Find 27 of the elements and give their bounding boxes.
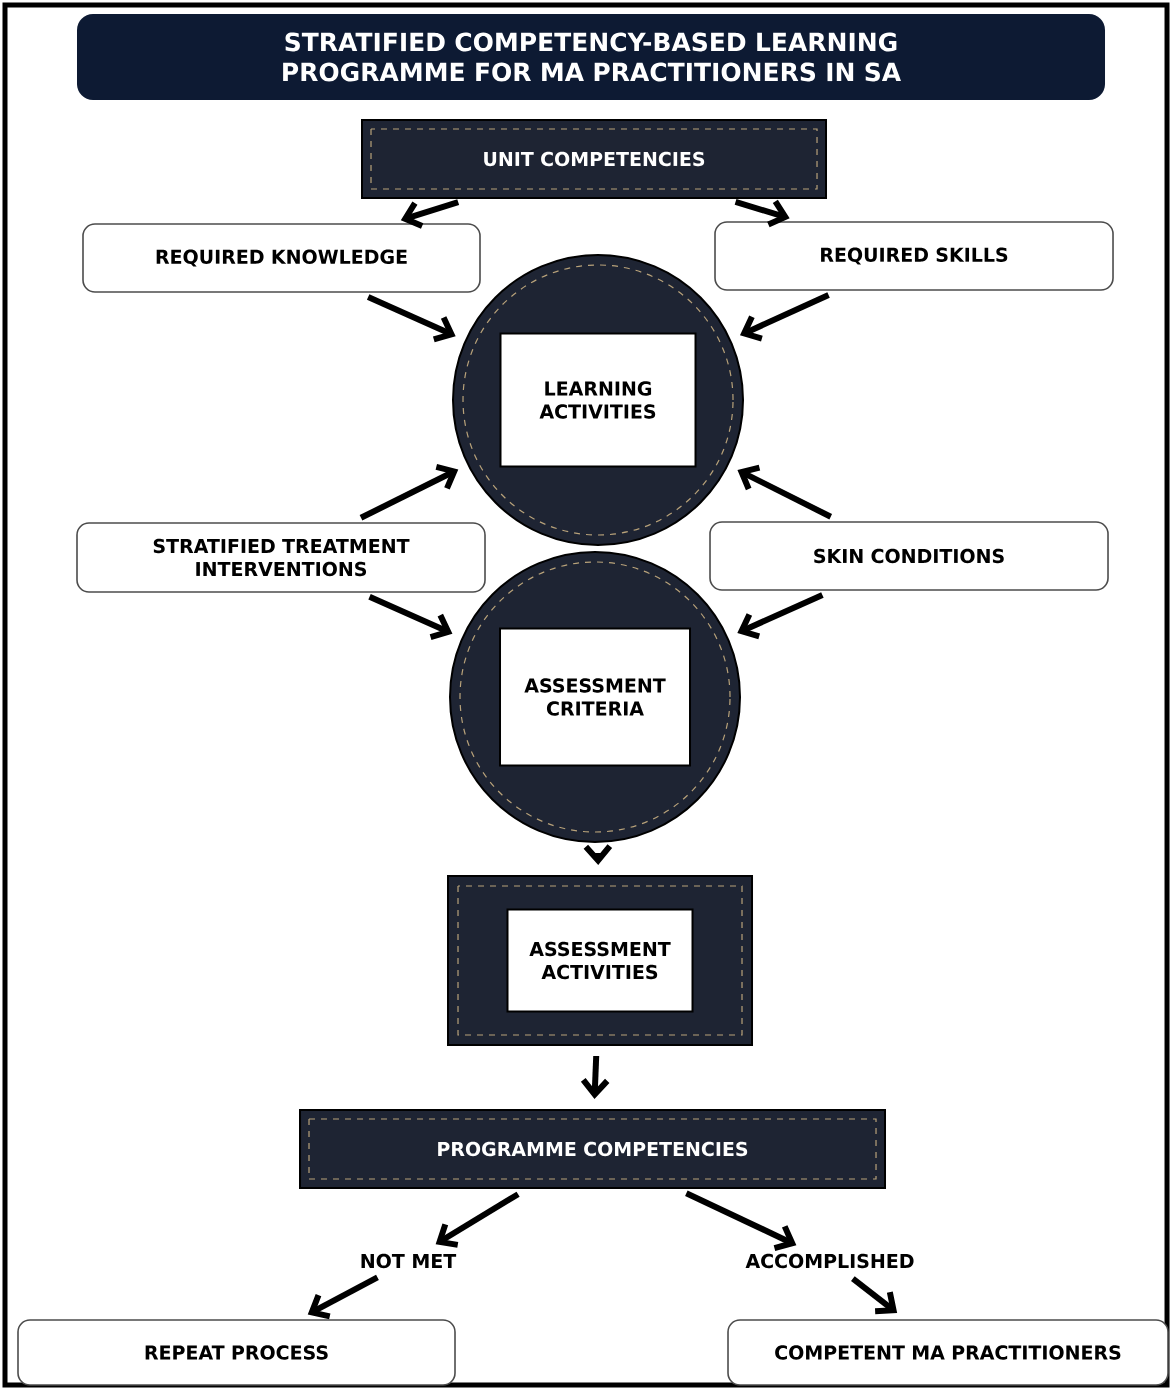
arrow [307, 1274, 379, 1320]
arrow [366, 294, 456, 343]
process-box: SKIN CONDITIONS [709, 521, 1109, 591]
process-box: COMPETENT MA PRACTITIONERS [727, 1319, 1169, 1386]
arrow [734, 199, 790, 228]
process-box: REQUIRED KNOWLEDGE [82, 223, 481, 293]
arrow [739, 292, 830, 342]
label-band: UNIT COMPETENCIES [361, 119, 827, 199]
process-box: LEARNING ACTIVITIES [499, 332, 697, 468]
process-box: REQUIRED SKILLS [714, 221, 1114, 291]
process-box: STRATIFIED TREATMENT INTERVENTIONS [76, 522, 486, 593]
title-banner: STRATIFIED COMPETENCY-BASED LEARNING PROGRAMME FOR MA PRACTITIONERS IN SA [77, 14, 1105, 100]
process-box: REPEAT PROCESS [17, 1319, 456, 1386]
label-band: PROGRAMME COMPETENCIES [299, 1109, 886, 1189]
outcome-text: NOT MET [361, 1253, 457, 1269]
outcome-text: ACCOMPLISHED [745, 1253, 914, 1269]
arrow [580, 1055, 610, 1099]
process-box: ASSESSMENT CRITERIA [499, 627, 691, 767]
arrow [685, 1190, 797, 1251]
arrow [368, 594, 453, 640]
arrow [359, 464, 459, 521]
arrow [737, 464, 833, 520]
arrow [400, 199, 460, 229]
arrow [737, 592, 824, 640]
process-box: ASSESSMENT ACTIVITIES [506, 908, 694, 1013]
arrow [435, 1191, 520, 1248]
arrow [851, 1276, 898, 1315]
